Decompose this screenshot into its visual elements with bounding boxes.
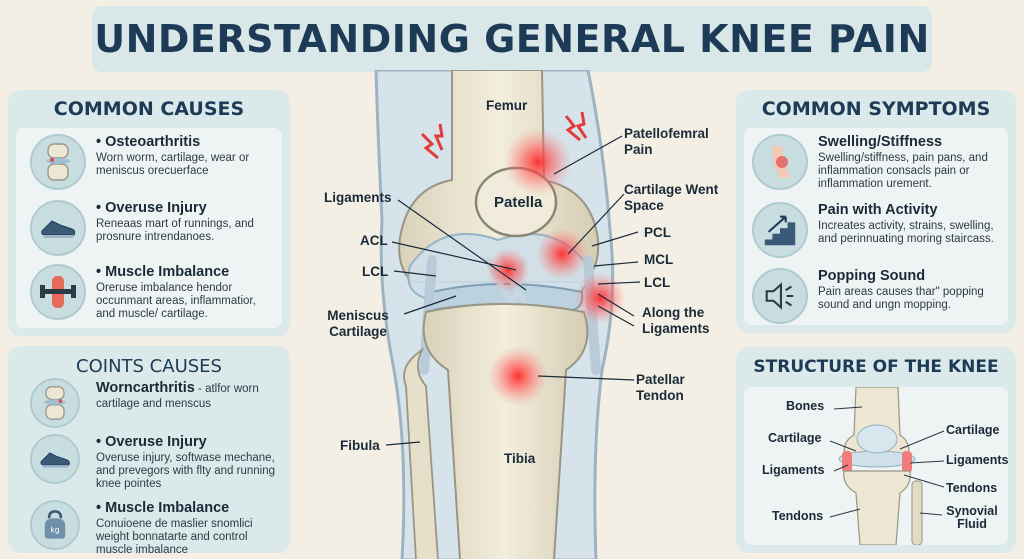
label-tibia: Tibia <box>504 451 536 466</box>
item-title: Muscle Imbalance <box>96 500 276 516</box>
item-desc: Pain areas causes thar" popping sound an… <box>818 286 984 311</box>
item-desc: Swelling/stiffness, pain pans, and infla… <box>818 152 988 190</box>
dumbbell-leg-icon <box>30 264 86 320</box>
common-symptoms-list: Swelling/Stiffness Swelling/stiffness, p… <box>744 128 1008 325</box>
label-patella: Patella <box>494 194 543 211</box>
struct-label-bones: Bones <box>786 399 825 413</box>
label-pcl: PCL <box>644 225 671 240</box>
item-desc: Overuse injury, softwase mechane, and pr… <box>96 452 275 490</box>
staircase-icon <box>752 202 808 258</box>
list-item: Popping Sound Pain areas causes thar" po… <box>744 268 1008 328</box>
mini-knee-diagram <box>829 387 945 545</box>
common-causes-list: Osteoarthritis Worn worm, cartilage, wea… <box>16 128 282 328</box>
label-patellofemoral: Patellofemral Pain <box>624 126 709 157</box>
knee-anatomy-diagram <box>374 70 641 559</box>
coints-causes-list: Worncarthritis - atlfor worn cartilage a… <box>16 378 282 556</box>
struct-label-tendons-right: Tendons <box>946 481 998 495</box>
list-item: Osteoarthritis Worn worm, cartilage, wea… <box>16 134 282 194</box>
label-mcl: MCL <box>644 252 674 267</box>
item-desc-suffix: - atlfor worn <box>198 383 259 395</box>
list-item: Pain with Activity Increates activity, s… <box>744 202 1008 262</box>
item-title: Pain with Activity <box>818 202 938 218</box>
item-desc: cartilage and menscus <box>96 398 212 410</box>
label-cartilage-space: Cartilage Went Space <box>624 182 719 213</box>
list-item: Swelling/Stiffness Swelling/stiffness, p… <box>744 134 1008 194</box>
structure-header: STRUCTURE OF THE KNEE <box>753 357 999 377</box>
structure-panel: STRUCTURE OF THE KNEE Bones <box>736 347 1016 553</box>
list-item: kg Muscle Imbalance Conuioene de maslier… <box>16 500 282 559</box>
item-desc: Oreruse imbalance hendor occunmant areas… <box>96 282 256 320</box>
label-ligaments: Ligaments <box>324 190 392 205</box>
item-title: Overuse Injury <box>96 434 276 450</box>
label-meniscus: Meniscus Cartilage <box>327 308 389 339</box>
label-patellar-tendon: Patellar Tendon <box>636 372 685 403</box>
running-shoe-icon <box>30 200 86 256</box>
struct-label-ligaments-left: Ligaments <box>762 463 825 477</box>
knee-joint-icon <box>30 378 80 428</box>
item-title: Swelling/Stiffness <box>818 134 943 150</box>
struct-label-ligaments-right: Ligaments <box>946 453 1009 467</box>
label-femur: Femur <box>486 98 528 113</box>
item-title: Overuse Injury <box>96 200 276 216</box>
swollen-knee-icon <box>752 134 808 190</box>
running-shoe-icon <box>30 434 80 484</box>
structure-diagram-area: Bones Cartilage Ligaments Tendons Cartil… <box>744 387 1009 545</box>
knee-joint-icon <box>30 134 86 190</box>
label-lcl-left: LCL <box>362 264 389 279</box>
list-item: Overuse Injury Overuse injury, softwase … <box>16 434 282 494</box>
kettlebell-label: kg <box>50 526 59 535</box>
label-fibula: Fibula <box>340 438 380 453</box>
item-title: Osteoarthritis <box>96 134 276 150</box>
item-desc: Conuioene de maslier snomlici weight bon… <box>96 518 253 556</box>
struct-label-cartilage-left: Cartilage <box>768 431 822 445</box>
label-lcl-right: LCL <box>644 275 671 290</box>
common-causes-panel: COMMON CAUSES Osteoarthritis Worn worm, … <box>8 90 290 336</box>
item-desc: Increates activity, strains, swelling, a… <box>818 220 994 245</box>
list-item: Overuse Injury Reneaas mart of runnings,… <box>16 200 282 260</box>
struct-label-cartilage-right: Cartilage <box>946 423 1000 437</box>
struct-label-tendons-left: Tendons <box>772 509 824 523</box>
title-banner: UNDERSTANDING GENERAL KNEE PAIN <box>92 6 932 72</box>
item-title: Muscle Imbalance <box>96 264 276 280</box>
label-acl: ACL <box>360 233 388 248</box>
common-symptoms-header: COMMON SYMPTOMS <box>761 98 991 120</box>
item-title: Popping Sound <box>818 268 926 284</box>
speaker-icon <box>752 268 808 324</box>
item-title: Worncarthritis <box>96 380 195 396</box>
kettlebell-icon: kg <box>30 500 80 550</box>
page-title: UNDERSTANDING GENERAL KNEE PAIN <box>94 17 930 61</box>
item-desc: Reneaas mart of runnings, and prosnure i… <box>96 218 254 243</box>
list-item: Worncarthritis - atlfor worn cartilage a… <box>16 378 282 438</box>
common-symptoms-panel: COMMON SYMPTOMS Swelling/Stiffness Swell… <box>736 90 1016 333</box>
list-item: Muscle Imbalance Oreruse imbalance hendo… <box>16 264 282 324</box>
coints-causes-header: COINTS CAUSES <box>76 356 222 377</box>
coints-causes-panel: COINTS CAUSES Worncarthritis - atlfor wo… <box>8 346 290 556</box>
common-causes-header: COMMON CAUSES <box>53 98 245 120</box>
item-desc: Worn worm, cartilage, wear or meniscus o… <box>96 152 250 177</box>
label-along-ligaments: Along the Ligaments <box>642 305 710 336</box>
struct-label-synovial: Synovial Fluid <box>946 504 998 531</box>
